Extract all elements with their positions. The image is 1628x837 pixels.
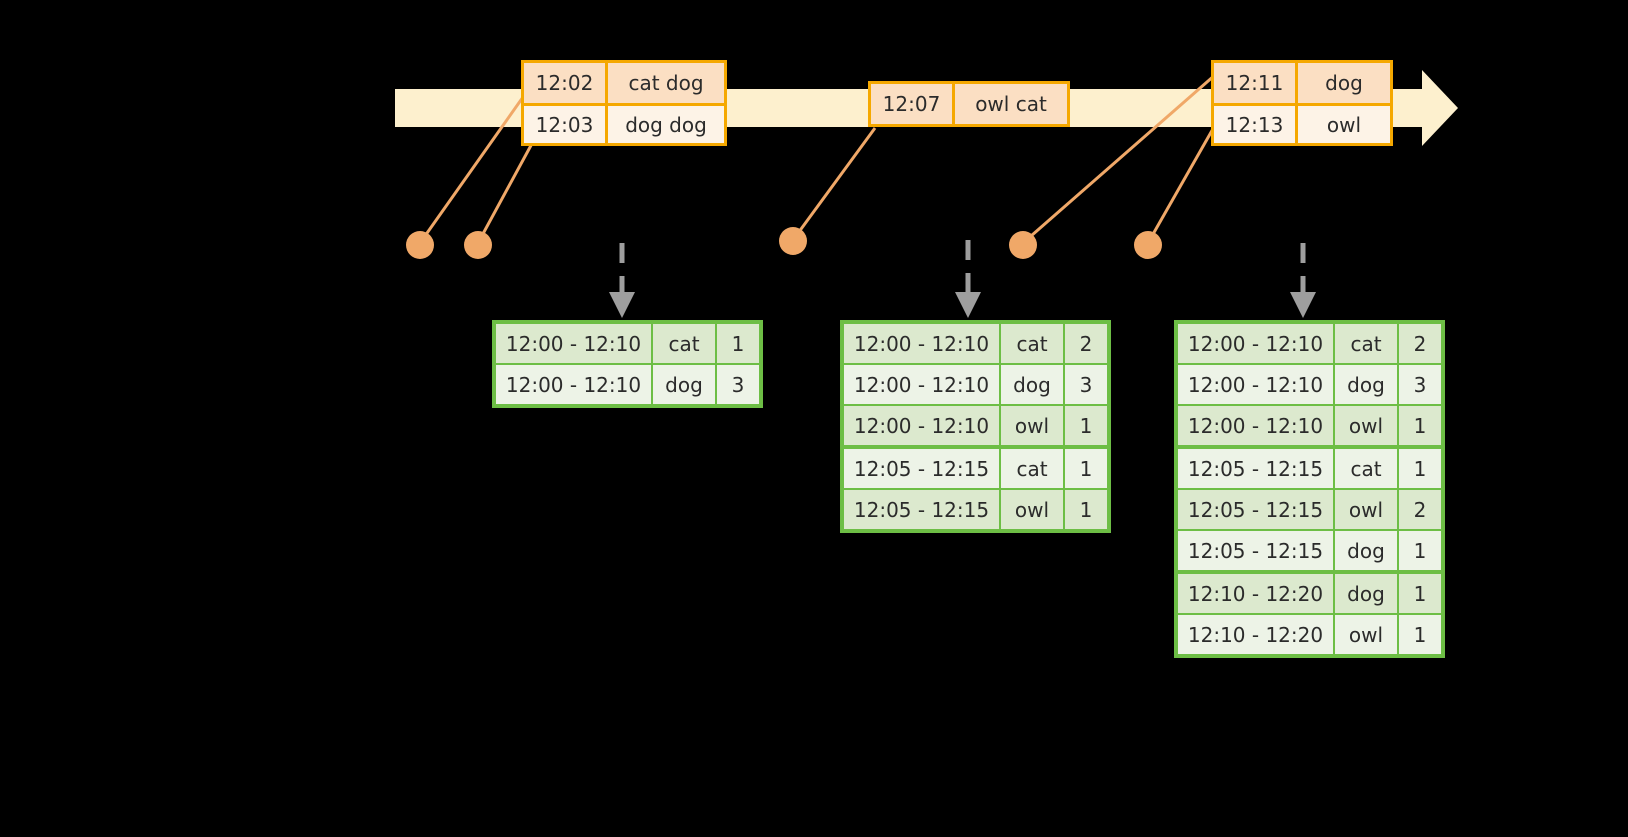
cell-word: cat bbox=[1335, 324, 1397, 363]
cell-window: 12:00 - 12:10 bbox=[1178, 365, 1333, 404]
cell-count: 1 bbox=[1399, 449, 1441, 488]
table-row[interactable]: 12:05 - 12:15 dog 1 bbox=[1178, 531, 1441, 570]
cell-count: 3 bbox=[1065, 365, 1107, 404]
event-words: dog dog bbox=[625, 112, 707, 137]
event-time: 12:13 bbox=[1214, 106, 1298, 143]
cell-count: 1 bbox=[1399, 406, 1441, 445]
cell-count: 1 bbox=[1399, 574, 1441, 613]
cell-window: 12:05 - 12:15 bbox=[844, 449, 999, 488]
cell-count: 1 bbox=[1399, 615, 1441, 654]
event-row[interactable]: 12:02 cat dog bbox=[524, 63, 724, 103]
table-row[interactable]: 12:00 - 12:10 owl 1 bbox=[1178, 406, 1441, 445]
cell-word: cat bbox=[1001, 449, 1063, 488]
event-dot-2 bbox=[464, 231, 492, 259]
emit-arrow-heads bbox=[609, 292, 1316, 318]
cell-window: 12:00 - 12:10 bbox=[496, 324, 651, 363]
cell-window: 12:00 - 12:10 bbox=[1178, 406, 1333, 445]
emit-arrows bbox=[619, 240, 1306, 296]
table-row[interactable]: 12:05 - 12:15 cat 1 bbox=[844, 449, 1107, 488]
cell-count: 2 bbox=[1399, 490, 1441, 529]
event-words: owl cat bbox=[975, 92, 1047, 116]
cell-count: 1 bbox=[1065, 490, 1107, 529]
cell-count: 1 bbox=[1399, 531, 1441, 570]
event-time: 12:11 bbox=[1214, 63, 1298, 103]
cell-window: 12:10 - 12:20 bbox=[1178, 615, 1333, 654]
cell-count: 1 bbox=[1065, 449, 1107, 488]
event-dot-3 bbox=[779, 227, 807, 255]
cell-window: 12:00 - 12:10 bbox=[844, 324, 999, 363]
event-row[interactable]: 12:03 dog dog bbox=[524, 103, 724, 143]
result-table-2[interactable]: 12:00 - 12:10 cat 2 12:00 - 12:10 dog 3 … bbox=[840, 320, 1111, 533]
cell-word: cat bbox=[1001, 324, 1063, 363]
cell-window: 12:00 - 12:10 bbox=[496, 365, 651, 404]
table-row[interactable]: 12:10 - 12:20 dog 1 bbox=[1178, 574, 1441, 613]
cell-window: 12:05 - 12:15 bbox=[844, 490, 999, 529]
cell-count: 1 bbox=[1065, 406, 1107, 445]
cell-word: cat bbox=[653, 324, 715, 363]
cell-word: owl bbox=[1001, 490, 1063, 529]
table-row[interactable]: 12:05 - 12:15 owl 2 bbox=[1178, 490, 1441, 529]
cell-window: 12:05 - 12:15 bbox=[1178, 449, 1333, 488]
cell-word: dog bbox=[1335, 531, 1397, 570]
cell-window: 12:05 - 12:15 bbox=[1178, 531, 1333, 570]
cell-word: dog bbox=[653, 365, 715, 404]
cell-word: owl bbox=[1001, 406, 1063, 445]
event-dot-5 bbox=[1134, 231, 1162, 259]
table-row[interactable]: 12:00 - 12:10 dog 3 bbox=[1178, 365, 1441, 404]
cell-word: dog bbox=[1001, 365, 1063, 404]
event-box-3[interactable]: 12:11 dog 12:13 owl bbox=[1211, 60, 1393, 146]
table-row[interactable]: 12:00 - 12:10 cat 2 bbox=[844, 324, 1107, 363]
cell-window: 12:00 - 12:10 bbox=[1178, 324, 1333, 363]
table-row[interactable]: 12:00 - 12:10 dog 3 bbox=[496, 365, 759, 404]
event-row[interactable]: 12:07 owl cat bbox=[871, 84, 1067, 124]
table-row[interactable]: 12:05 - 12:15 owl 1 bbox=[844, 490, 1107, 529]
cell-count: 1 bbox=[717, 324, 759, 363]
table-row[interactable]: 12:05 - 12:15 cat 1 bbox=[1178, 449, 1441, 488]
table-row[interactable]: 12:00 - 12:10 owl 1 bbox=[844, 406, 1107, 445]
event-row[interactable]: 12:13 owl bbox=[1214, 103, 1390, 143]
cell-window: 12:00 - 12:10 bbox=[844, 365, 999, 404]
cell-word: dog bbox=[1335, 365, 1397, 404]
cell-count: 3 bbox=[717, 365, 759, 404]
event-box-1[interactable]: 12:02 cat dog 12:03 dog dog bbox=[521, 60, 727, 146]
event-dot-1 bbox=[406, 231, 434, 259]
event-words: cat dog bbox=[628, 71, 704, 95]
event-time: 12:02 bbox=[524, 63, 608, 103]
cell-window: 12:00 - 12:10 bbox=[844, 406, 999, 445]
event-dots bbox=[406, 227, 1162, 259]
event-time: 12:03 bbox=[524, 106, 608, 143]
event-words: dog bbox=[1325, 71, 1363, 95]
cell-word: owl bbox=[1335, 490, 1397, 529]
table-row[interactable]: 12:00 - 12:10 cat 2 bbox=[1178, 324, 1441, 363]
event-time: 12:07 bbox=[871, 84, 955, 124]
cell-count: 3 bbox=[1399, 365, 1441, 404]
event-dot-4 bbox=[1009, 231, 1037, 259]
cell-count: 2 bbox=[1399, 324, 1441, 363]
cell-word: cat bbox=[1335, 449, 1397, 488]
result-table-3[interactable]: 12:00 - 12:10 cat 2 12:00 - 12:10 dog 3 … bbox=[1174, 320, 1445, 658]
cell-word: dog bbox=[1335, 574, 1397, 613]
cell-word: owl bbox=[1335, 406, 1397, 445]
event-box-2[interactable]: 12:07 owl cat bbox=[868, 81, 1070, 127]
table-row[interactable]: 12:10 - 12:20 owl 1 bbox=[1178, 615, 1441, 654]
table-row[interactable]: 12:00 - 12:10 dog 3 bbox=[844, 365, 1107, 404]
cell-word: owl bbox=[1335, 615, 1397, 654]
event-row[interactable]: 12:11 dog bbox=[1214, 63, 1390, 103]
event-words: owl bbox=[1326, 112, 1362, 137]
cell-window: 12:10 - 12:20 bbox=[1178, 574, 1333, 613]
cell-count: 2 bbox=[1065, 324, 1107, 363]
cell-window: 12:05 - 12:15 bbox=[1178, 490, 1333, 529]
result-table-1[interactable]: 12:00 - 12:10 cat 1 12:00 - 12:10 dog 3 bbox=[492, 320, 763, 408]
table-row[interactable]: 12:00 - 12:10 cat 1 bbox=[496, 324, 759, 363]
